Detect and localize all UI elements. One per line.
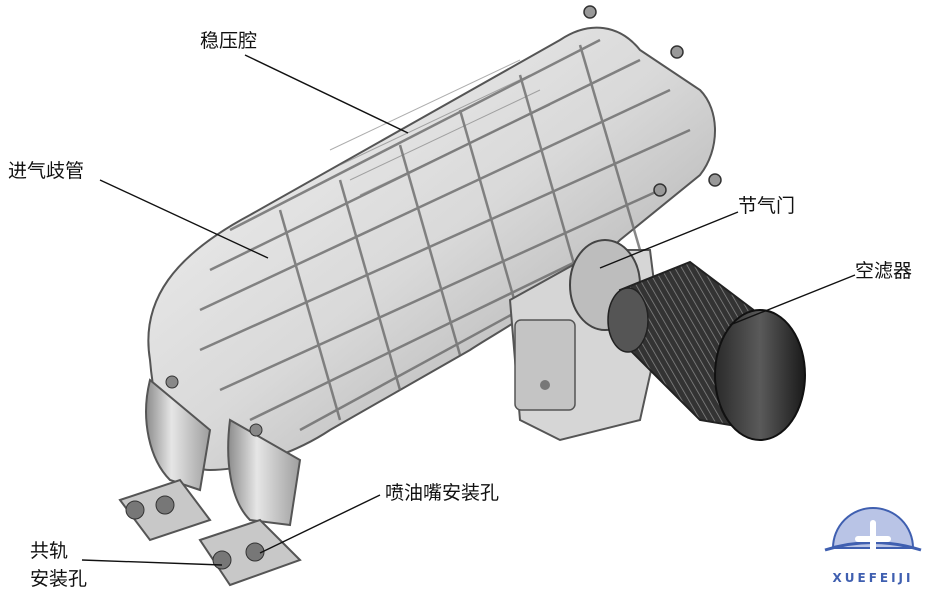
bolt-bosses <box>583 5 722 197</box>
label-throttle: 节气门 <box>738 195 796 217</box>
air-filter <box>607 260 806 441</box>
label-rail-hole-line2: 安装孔 <box>30 568 88 590</box>
leader-rail-hole <box>81 559 223 566</box>
label-air-filter: 空滤器 <box>855 260 913 282</box>
runners <box>118 375 302 587</box>
manifold-body <box>147 26 716 472</box>
label-rail-hole-line1: 共轨 <box>30 540 69 562</box>
leader-air-filter <box>729 274 856 326</box>
leader-lines <box>81 54 856 566</box>
label-plenum: 稳压腔 <box>200 30 258 52</box>
leader-injector-hole <box>259 494 381 554</box>
label-intake-manifold: 进气歧管 <box>8 160 85 182</box>
xuefeiji-logo: XUEFEIJI <box>824 507 922 585</box>
airplane-icon <box>855 520 891 554</box>
leader-manifold <box>99 179 269 259</box>
leader-plenum <box>244 54 409 134</box>
logo-text: XUEFEIJI <box>833 571 914 585</box>
label-injector-hole: 喷油嘴安装孔 <box>385 482 500 504</box>
leader-throttle <box>599 211 739 269</box>
